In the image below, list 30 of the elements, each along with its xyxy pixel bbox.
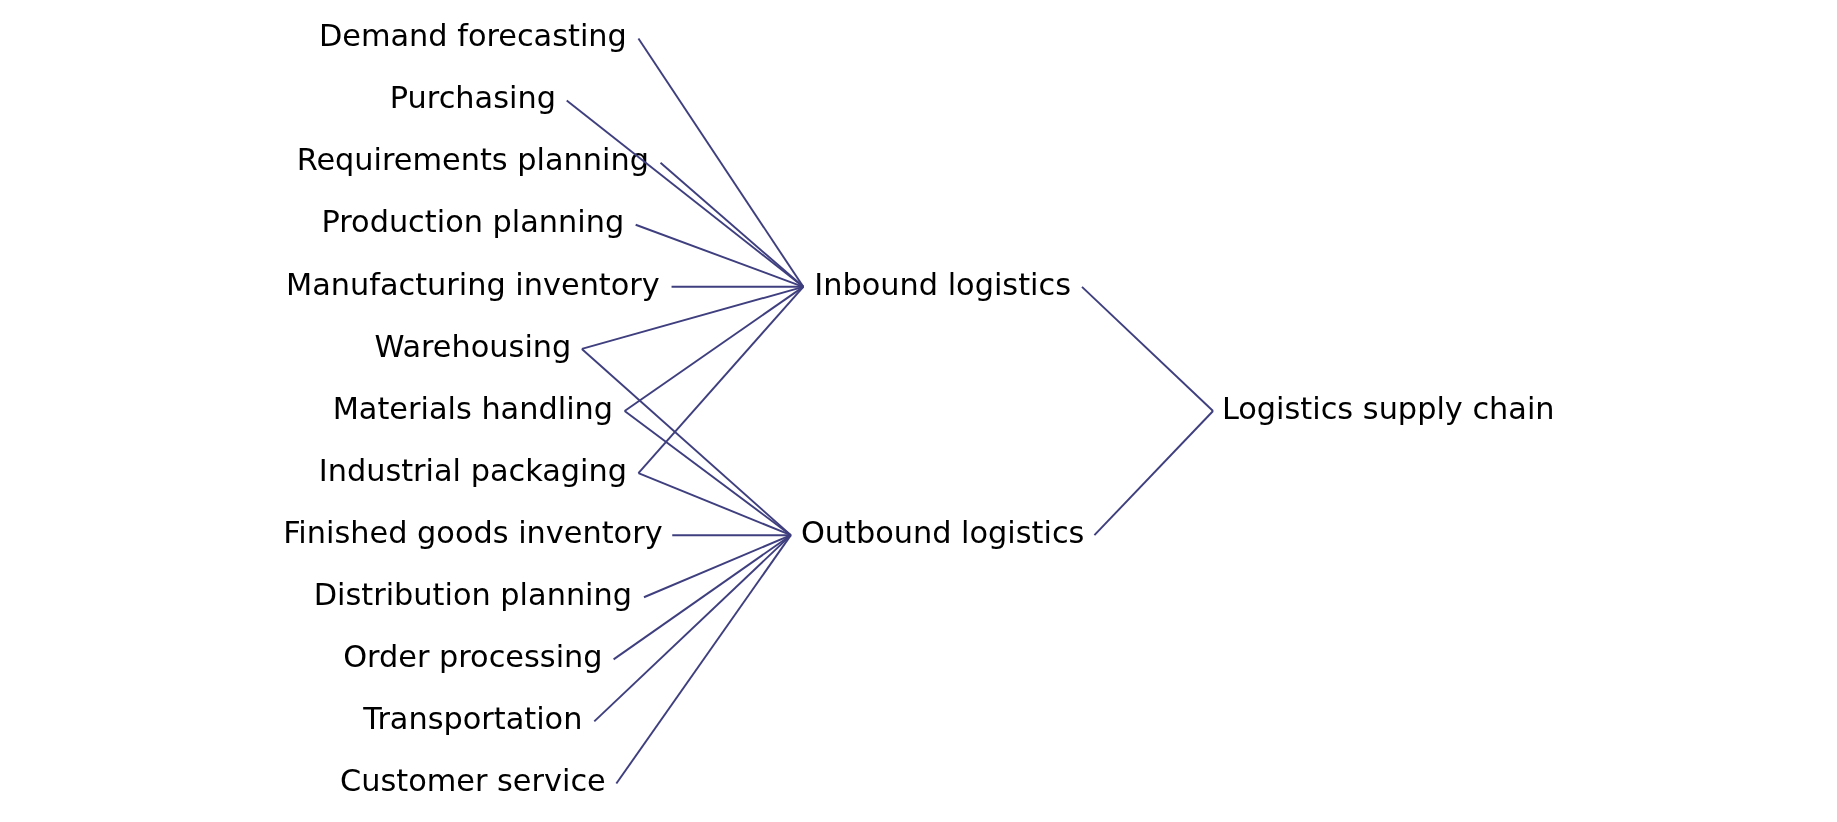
connector bbox=[1081, 285, 1214, 412]
connector bbox=[612, 534, 792, 661]
connector bbox=[637, 37, 805, 288]
node-text: Transportation bbox=[363, 701, 583, 737]
node-text: Inbound logistics bbox=[814, 266, 1071, 302]
connector bbox=[580, 347, 792, 537]
node-text: Distribution planning bbox=[313, 576, 633, 612]
connector bbox=[1093, 410, 1214, 537]
node-text: Logistics supply chain bbox=[1221, 390, 1555, 426]
node-text: Manufacturing inventory bbox=[285, 266, 660, 302]
connector bbox=[637, 472, 792, 537]
connector bbox=[643, 534, 792, 599]
connector bbox=[671, 534, 792, 537]
connector bbox=[593, 534, 792, 723]
connector bbox=[637, 285, 805, 475]
node-text: Order processing bbox=[343, 639, 603, 675]
node-text: Production planning bbox=[321, 204, 625, 240]
connector bbox=[659, 161, 805, 288]
connector bbox=[623, 410, 792, 537]
node-text: Industrial packaging bbox=[318, 452, 628, 488]
node-text: Requirements planning bbox=[296, 142, 650, 178]
connector bbox=[565, 99, 805, 288]
node-text: Outbound logistics bbox=[800, 514, 1085, 550]
node-text: Customer service bbox=[340, 763, 606, 799]
node-text: Purchasing bbox=[389, 80, 556, 116]
node-text: Demand forecasting bbox=[318, 18, 627, 54]
connector bbox=[615, 534, 792, 785]
node-text: Materials handling bbox=[332, 390, 614, 426]
node-text: Warehousing bbox=[374, 328, 572, 364]
node-text: Finished goods inventory bbox=[283, 514, 663, 550]
